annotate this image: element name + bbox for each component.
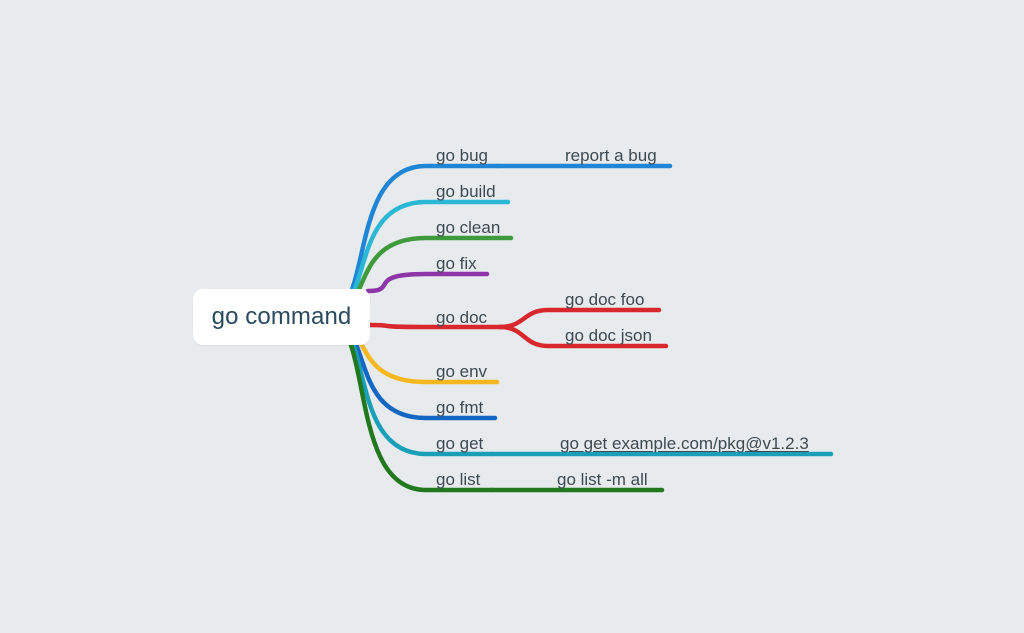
subedge-go-doc-1 [497, 324, 669, 349]
branch-go-fmt[interactable]: go fmt [436, 398, 484, 417]
branch-go-env[interactable]: go env [436, 362, 488, 381]
edge-go-fix [365, 271, 490, 294]
branch-go-clean[interactable]: go clean [436, 218, 501, 237]
subbranch-report-a-bug[interactable]: report a bug [565, 146, 657, 165]
branch-go-build[interactable]: go build [436, 182, 496, 201]
subbranch-go-doc-json[interactable]: go doc json [565, 326, 652, 345]
edge-go-doc [367, 322, 503, 330]
branch-go-get[interactable]: go get [436, 434, 484, 453]
branch-go-bug[interactable]: go bug [436, 146, 488, 165]
branch-go-list[interactable]: go list [436, 470, 481, 489]
branch-go-fix[interactable]: go fix [436, 254, 477, 273]
subbranch-go-list-m-all[interactable]: go list -m all [557, 470, 648, 489]
subedge-go-doc-0 [497, 307, 662, 330]
subbranch-go-get-url[interactable]: go get example.com/pkg@v1.2.3 [560, 434, 809, 453]
branch-go-doc[interactable]: go doc [436, 308, 488, 327]
root-node-label: go command [211, 303, 352, 330]
subbranch-go-doc-foo[interactable]: go doc foo [565, 290, 645, 309]
root-node[interactable]: go command [193, 289, 370, 345]
